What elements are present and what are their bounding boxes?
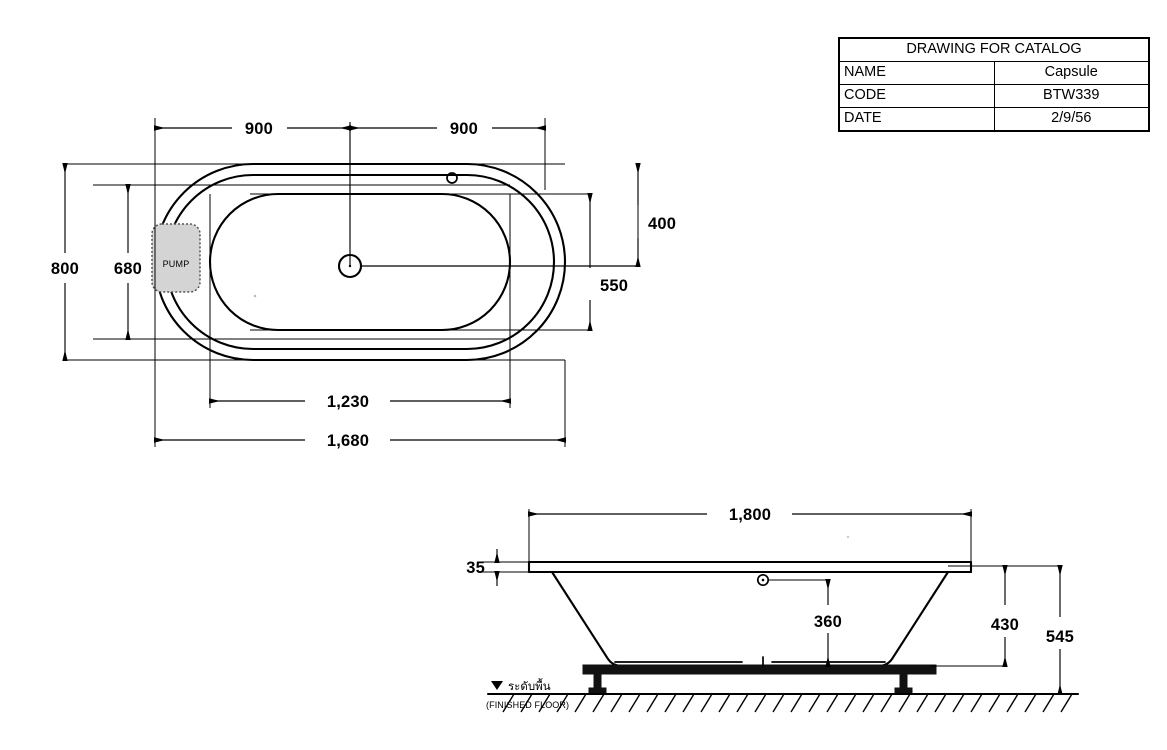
title-block-value-name: Capsule: [993, 61, 1149, 85]
elev-support-bar: [582, 664, 937, 675]
pump-box: [151, 223, 201, 293]
elev-construction-speck: [846, 535, 850, 539]
finished-floor-label-english: (FINISHED FLOOR): [486, 700, 569, 710]
dim-label-360: 360: [814, 613, 842, 631]
title-block-value-date: 2/9/56: [993, 107, 1149, 131]
dim-label-35: 35: [466, 559, 485, 577]
pump-label: PUMP: [163, 259, 190, 269]
dim-label-400: 400: [648, 215, 676, 233]
title-block-value-code: BTW339: [993, 84, 1149, 108]
title-block-key-date: DATE: [839, 107, 995, 131]
plan-overflow-hole: [446, 172, 458, 184]
dim-label-1800: 1,800: [729, 506, 771, 524]
elev-wall-left: [550, 570, 744, 668]
finished-floor-marker-icon: [491, 681, 503, 690]
dim-label-550: 550: [600, 277, 628, 295]
plan-view: PUMP 900: [51, 118, 676, 450]
table-row: CODE BTW339: [839, 84, 1149, 108]
elev-overflow-hole: [756, 573, 770, 587]
dim-label-680: 680: [114, 260, 142, 278]
elev-wall-right: [756, 570, 950, 668]
dim-label-800: 800: [51, 260, 79, 278]
plan-construction-speck: [253, 294, 257, 298]
floor-hatching: [502, 693, 1073, 713]
title-block-table: DRAWING FOR CATALOG NAME Capsule CODE BT…: [839, 38, 1149, 131]
finished-floor-label-thai: ระดับพื้น: [508, 678, 551, 693]
dim-label-430: 430: [991, 616, 1019, 634]
table-row: DATE 2/9/56: [839, 107, 1149, 131]
title-block: DRAWING FOR CATALOG NAME Capsule CODE BT…: [838, 37, 1150, 132]
dim-label-1230: 1,230: [327, 393, 369, 411]
elevation-view: ระดับพื้น (FINISHED FLOOR) 1,800 35 360 …: [466, 506, 1080, 713]
dim-label-900-left: 900: [245, 120, 273, 138]
dim-label-545: 545: [1046, 628, 1074, 646]
dim-label-1680: 1,680: [327, 432, 369, 450]
dim-label-900-right: 900: [450, 120, 478, 138]
elev-overflow-hole-dot: [761, 578, 765, 582]
